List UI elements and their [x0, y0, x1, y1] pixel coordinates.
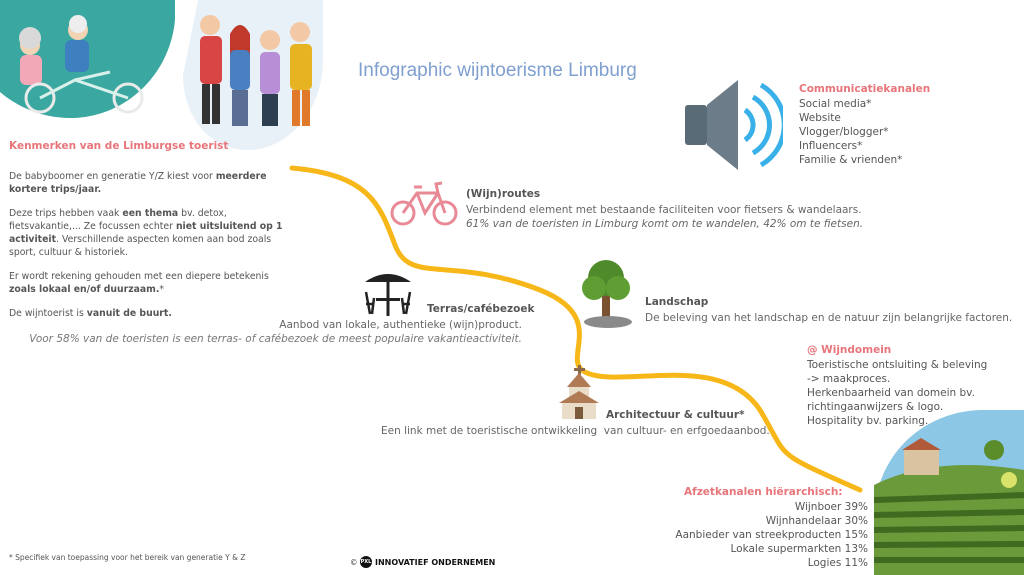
sales-channel-item: Aanbieder van streekproducten 15%: [675, 529, 868, 541]
communication-item: Influencers*: [799, 140, 863, 152]
wine-domain-line: richtingaanwijzers & logo.: [807, 401, 944, 413]
tourist-characteristics: De babyboomer en generatie Y/Z kiest voo…: [9, 171, 283, 319]
routes-text: Verbindend element met bestaande facilit…: [466, 204, 862, 216]
page-title: Infographic wijntoerisme Limburg: [358, 60, 637, 81]
landscape-text: De beleving van het landschap en de natu…: [645, 312, 1013, 324]
landscape-heading: Landschap: [645, 296, 709, 308]
communication-heading: Communicatiekanalen: [799, 83, 931, 95]
communication-item: Familie & vrienden*: [799, 154, 903, 166]
terrace-heading: Terras/cafébezoek: [427, 303, 535, 315]
sales-channels-heading: Afzetkanalen hiërarchisch:: [684, 486, 843, 498]
wine-domain-line: Herkenbaarheid van domein bv.: [807, 387, 975, 399]
communication-item: Website: [799, 112, 841, 124]
routes-stat: 61% van de toeristen in Limburg komt om …: [466, 218, 864, 230]
chapel-icon: [559, 365, 599, 419]
students-image: [183, 0, 323, 150]
wine-domain-line: Toeristische ontsluiting & beleving: [807, 359, 988, 371]
couple-bicycle-image: [0, 0, 175, 118]
communication-list: Social media* Website Vlogger/blogger* I…: [799, 97, 902, 167]
terrace-text: Aanbod van lokale, authentieke (wijn)pro…: [279, 319, 522, 331]
tree-icon: [582, 260, 632, 328]
terrace-stat: Voor 58% van de toeristen is een terras-…: [29, 333, 522, 345]
sales-channel-item: Wijnhandelaar 30%: [765, 515, 868, 527]
bicycle-icon: [390, 181, 458, 226]
routes-heading: (Wijn)routes: [466, 188, 541, 200]
wine-domain-line: -> maakproces.: [807, 373, 891, 385]
speaker-icon: [685, 80, 783, 170]
wine-domain-list: Toeristische ontsluiting & beleving -> m…: [807, 358, 987, 428]
wine-domain-heading: @ Wijndomein: [807, 344, 892, 356]
sales-channel-item: Lokale supermarkten 13%: [730, 543, 868, 555]
architecture-heading: Architectuur & cultuur*: [606, 409, 745, 421]
sales-channels-list: Wijnboer 39% Wijnhandelaar 30% Aanbieder…: [675, 500, 868, 570]
copyright: ©: [350, 558, 358, 567]
tourist-heading: Kenmerken van de Limburgse toerist: [9, 140, 229, 152]
communication-item: Vlogger/blogger*: [799, 126, 889, 138]
terrace-table-icon: [364, 274, 412, 316]
architecture-text: Een link met de toeristische ontwikkelin…: [381, 425, 770, 437]
vineyard-image: [874, 410, 1024, 575]
wine-domain-line: Hospitality bv. parking.: [807, 415, 929, 427]
logo-text: INNOVATIEF ONDERNEMEN: [375, 558, 496, 567]
communication-item: Social media*: [799, 98, 872, 110]
sales-channel-item: Logies 11%: [807, 557, 868, 569]
footnote: * Specifiek van toepassing voor het bere…: [9, 553, 246, 562]
pxl-logo-icon: PXL: [360, 556, 372, 568]
sales-channel-item: Wijnboer 39%: [794, 501, 868, 513]
